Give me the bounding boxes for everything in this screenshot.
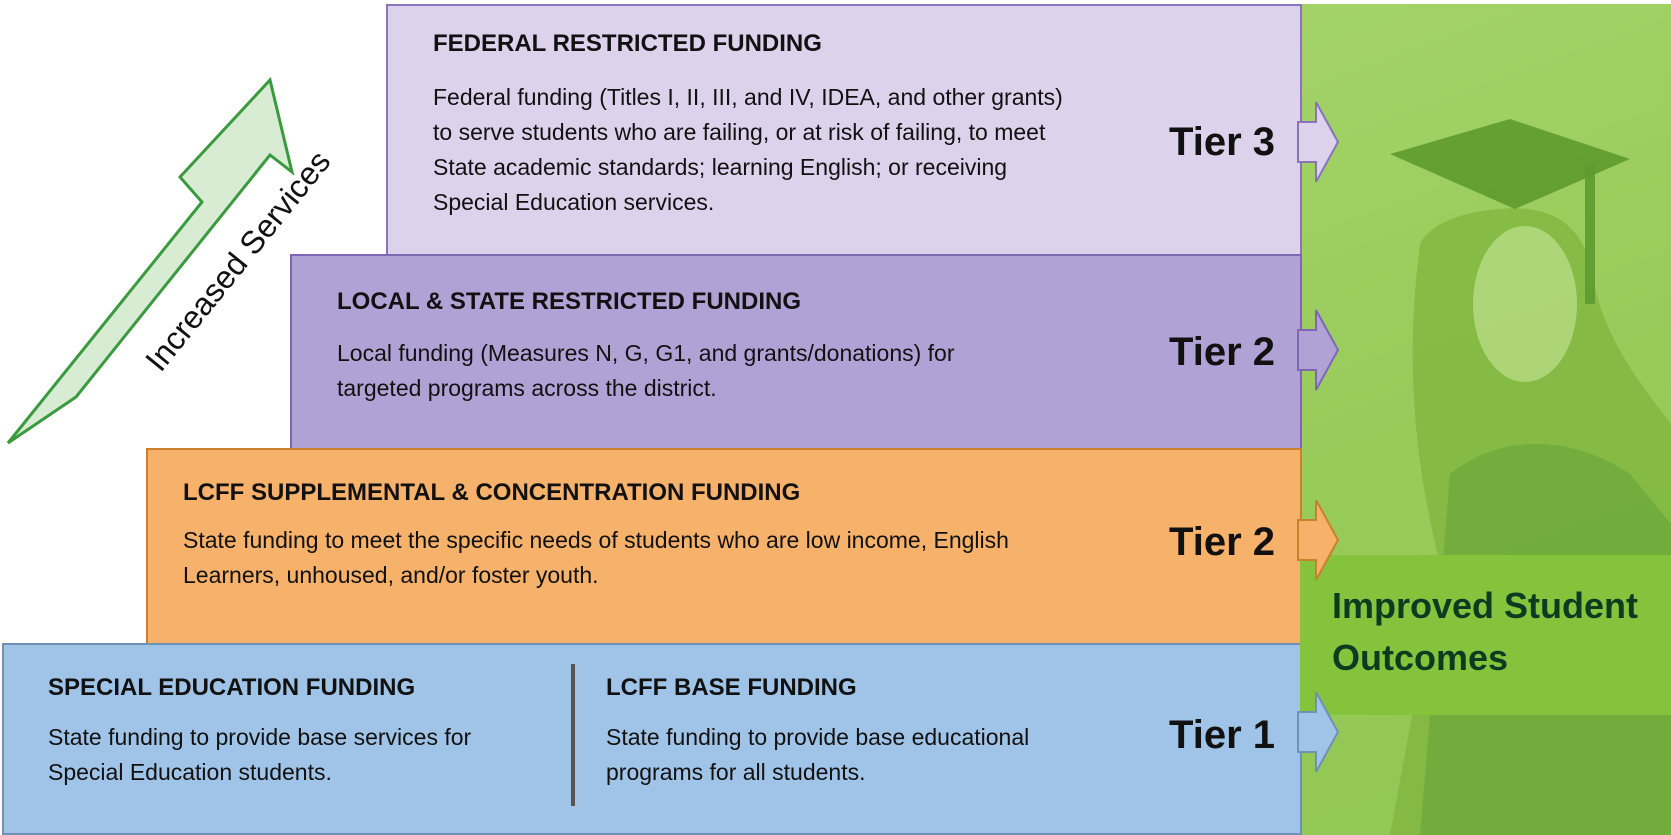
- tier-3-arrow-icon: [1297, 101, 1340, 183]
- special-education-text: State funding to provide base services f…: [48, 724, 472, 785]
- federal-funding-title: FEDERAL RESTRICTED FUNDING: [433, 30, 822, 57]
- special-education-title: SPECIAL EDUCATION FUNDING: [48, 674, 416, 701]
- improved-student-outcomes: Improved Student Outcomes: [1332, 585, 1639, 678]
- outcome-band: [1300, 555, 1671, 715]
- tier-3-label: Tier 3: [1169, 120, 1275, 164]
- lcff-supplemental-text: State funding to meet the specific needs…: [183, 527, 1009, 588]
- tier-2-lcff-arrow-icon: [1297, 499, 1340, 581]
- graduate-silhouette: [1300, 4, 1671, 835]
- base-funding-divider: [571, 664, 575, 806]
- tier-1-arrow-icon: [1297, 691, 1340, 773]
- lcff-supplemental-title: LCFF SUPPLEMENTAL & CONCENTRATION FUNDIN…: [183, 479, 801, 506]
- tier-2-local-arrow-icon: [1297, 309, 1340, 391]
- federal-restricted-funding-box: [386, 4, 1302, 256]
- local-state-funding-title: LOCAL & STATE RESTRICTED FUNDING: [337, 288, 801, 315]
- tier-2-lcff-label: Tier 2: [1169, 520, 1275, 564]
- local-state-funding-text: Local funding (Measures N, G, G1, and gr…: [337, 340, 955, 401]
- local-state-restricted-funding-box: [290, 254, 1302, 450]
- lcff-base-title: LCFF BASE FUNDING: [606, 674, 857, 701]
- graduate-photo-panel: [1300, 4, 1671, 835]
- base-funding-box: [2, 643, 1302, 835]
- federal-funding-text: Federal funding (Titles I, II, III, and …: [433, 84, 1063, 215]
- lcff-base-text: State funding to provide base educationa…: [606, 724, 1030, 785]
- tier-2-local-label: Tier 2: [1169, 330, 1275, 374]
- increased-services-arrow-icon: [6, 76, 295, 445]
- tier-1-label: Tier 1: [1169, 713, 1275, 757]
